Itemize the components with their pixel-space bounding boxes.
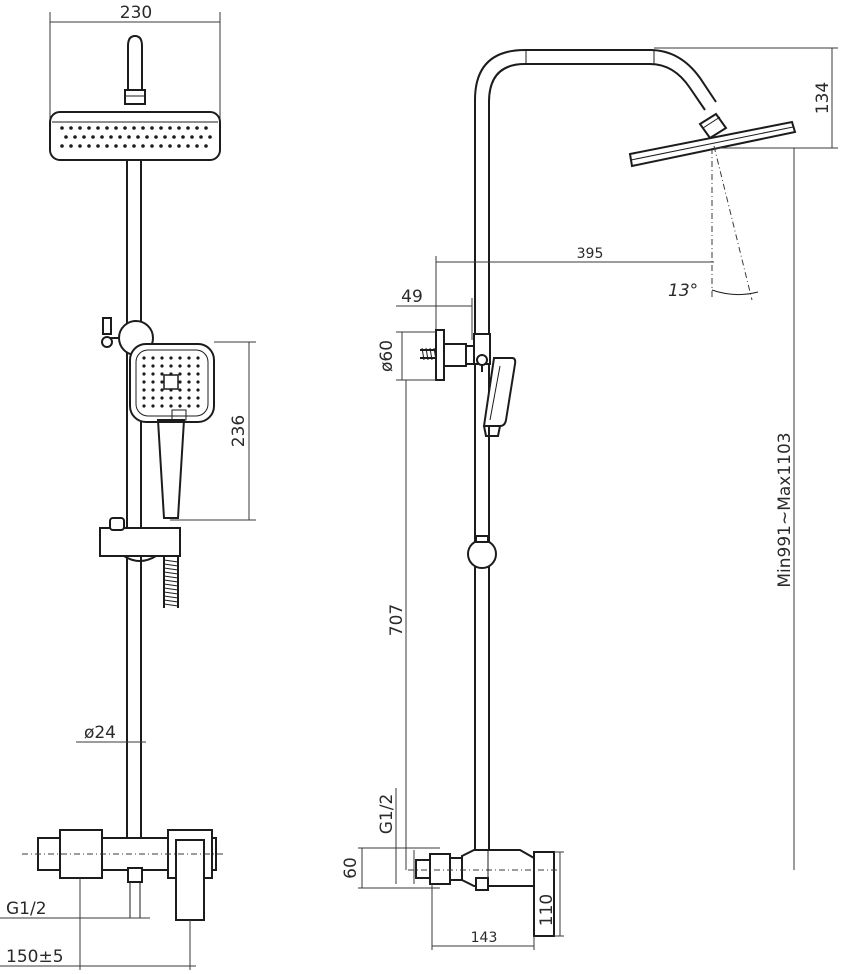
arm-reach-label: 395 bbox=[577, 246, 604, 262]
riser-arm-inner bbox=[488, 63, 706, 850]
mixer-height-60-dimension: 60 bbox=[341, 847, 440, 889]
thermostatic-mixer-front bbox=[22, 829, 226, 921]
inlet-thread-left-label: G1/2 bbox=[6, 899, 47, 919]
height-range-label: Min991~Max1103 bbox=[775, 432, 795, 587]
hand-shower-side bbox=[482, 357, 517, 437]
mixer-height-110-label: 110 bbox=[537, 894, 557, 926]
inlet-spacing-label: 150±5 bbox=[6, 947, 64, 967]
arm-reach-dimension: 395 bbox=[435, 246, 714, 340]
mixer-height-110-dimension: 110 bbox=[537, 851, 564, 937]
inlet-thread-right-dimension: G1/2 bbox=[377, 788, 415, 884]
bracket-offset-dimension: 49 bbox=[396, 287, 473, 340]
slide-holder-side bbox=[467, 535, 497, 569]
rain-shower-head-side bbox=[628, 120, 797, 168]
rain-shower-head-front bbox=[49, 111, 221, 161]
shower-hose bbox=[163, 556, 179, 608]
handshower-height-dimension: 236 bbox=[170, 341, 256, 521]
holder-height-dimension: 707 bbox=[387, 380, 407, 870]
inlet-spacing-dimension: 150±5 bbox=[0, 920, 196, 970]
head-width-dimension: 230 bbox=[49, 3, 221, 120]
pipe-diameter-label: ø24 bbox=[84, 723, 116, 743]
mixer-height-60-label: 60 bbox=[341, 857, 361, 879]
bracket-diameter-label: ø60 bbox=[377, 340, 397, 372]
bracket-offset-label: 49 bbox=[401, 287, 423, 307]
side-view: 134 13° 395 49 bbox=[341, 47, 838, 950]
thermostatic-mixer-side bbox=[408, 849, 560, 937]
height-range-dimension: Min991~Max1103 bbox=[775, 148, 795, 870]
front-view: 230 bbox=[0, 3, 256, 970]
inlet-thread-right-label: G1/2 bbox=[377, 794, 397, 835]
riser-arm-outer bbox=[474, 49, 717, 850]
head-height-dimension: 134 bbox=[654, 47, 838, 149]
handshower-height-label: 236 bbox=[229, 415, 249, 447]
tilt-angle-label: 13° bbox=[668, 281, 698, 301]
bracket-diameter-dimension: ø60 bbox=[377, 331, 436, 381]
inlet-thread-left-dimension: G1/2 bbox=[0, 878, 150, 970]
pipe-diameter-dimension: ø24 bbox=[76, 723, 146, 743]
holder-height-label: 707 bbox=[387, 604, 407, 636]
head-height-label: 134 bbox=[813, 82, 833, 114]
slide-holder-front bbox=[99, 517, 181, 562]
hand-shower-front bbox=[129, 343, 215, 519]
head-connector-side bbox=[698, 112, 728, 140]
mixer-depth-dimension: 143 bbox=[431, 884, 535, 950]
mixer-depth-label: 143 bbox=[471, 930, 498, 946]
arm-connector bbox=[124, 89, 146, 105]
tilt-angle-indicator: 13° bbox=[668, 145, 759, 301]
wall-bracket-side bbox=[420, 329, 491, 381]
shower-arm-front bbox=[127, 34, 143, 92]
head-width-label: 230 bbox=[120, 3, 152, 23]
